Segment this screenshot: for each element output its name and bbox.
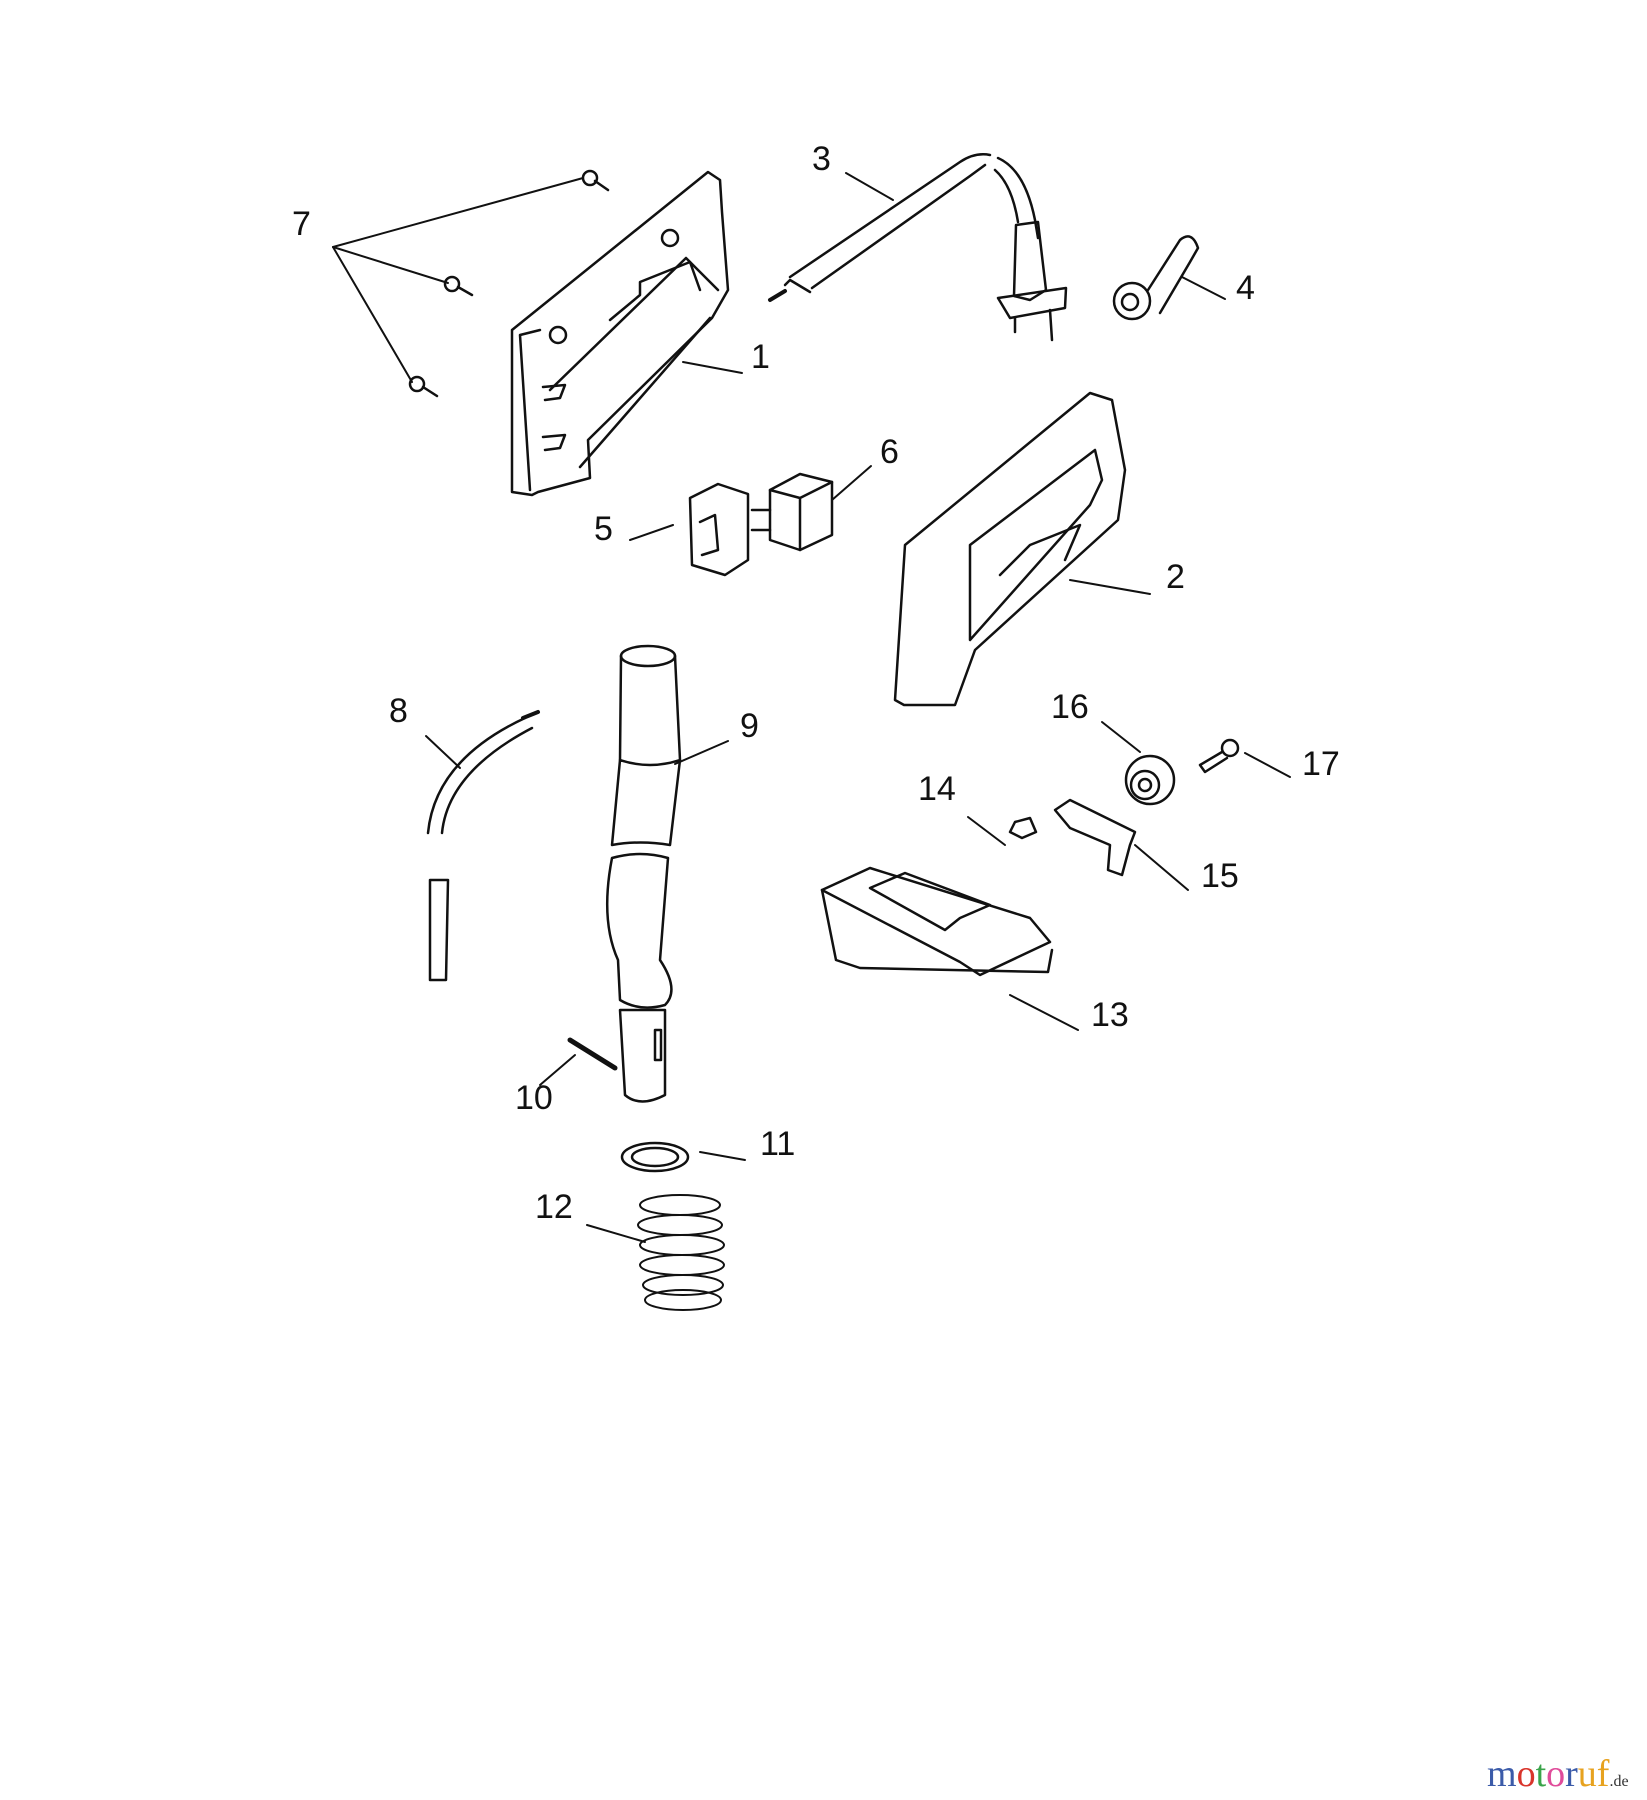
switch-icon	[688, 482, 772, 577]
screw-icon	[408, 169, 610, 398]
part-label-6: 6	[880, 433, 899, 471]
clip-icon	[1053, 798, 1137, 877]
handle-cover-icon	[893, 391, 1127, 707]
handle-tube-icon	[567, 644, 682, 1103]
power-cord-icon	[768, 153, 1068, 342]
part-label-3: 3	[812, 140, 831, 178]
bolt-icon	[1198, 738, 1240, 774]
nut-icon	[1008, 816, 1038, 840]
part-label-17: 17	[1302, 745, 1340, 783]
part-label-4: 4	[1236, 269, 1255, 307]
washer-icon	[620, 1141, 690, 1173]
leader-lines	[332, 172, 1291, 1243]
capacitor-icon	[768, 472, 834, 552]
part-label-10: 10	[515, 1079, 553, 1117]
part-label-13: 13	[1091, 996, 1129, 1034]
part-label-16: 16	[1051, 688, 1089, 726]
bracket-icon	[820, 866, 1054, 977]
spring-icon	[637, 1194, 725, 1311]
watermark-suffix: .de	[1609, 1773, 1629, 1790]
part-label-14: 14	[918, 770, 956, 808]
part-label-11: 11	[760, 1125, 796, 1163]
part-label-12: 12	[535, 1188, 573, 1226]
watermark-text: motoruf	[1487, 1753, 1610, 1795]
watermark-logo: motoruf.de	[1487, 1752, 1629, 1796]
base-plate-icon	[510, 170, 730, 497]
part-label-9: 9	[740, 707, 759, 745]
part-label-8: 8	[389, 692, 408, 730]
part-label-15: 15	[1201, 857, 1239, 895]
wire-icon	[426, 710, 540, 982]
part-label-2: 2	[1166, 558, 1185, 596]
part-label-7: 7	[292, 205, 311, 243]
knob-icon	[1124, 754, 1176, 806]
grommet-icon	[1112, 235, 1200, 321]
part-label-5: 5	[594, 510, 613, 548]
part-label-1: 1	[751, 338, 770, 376]
